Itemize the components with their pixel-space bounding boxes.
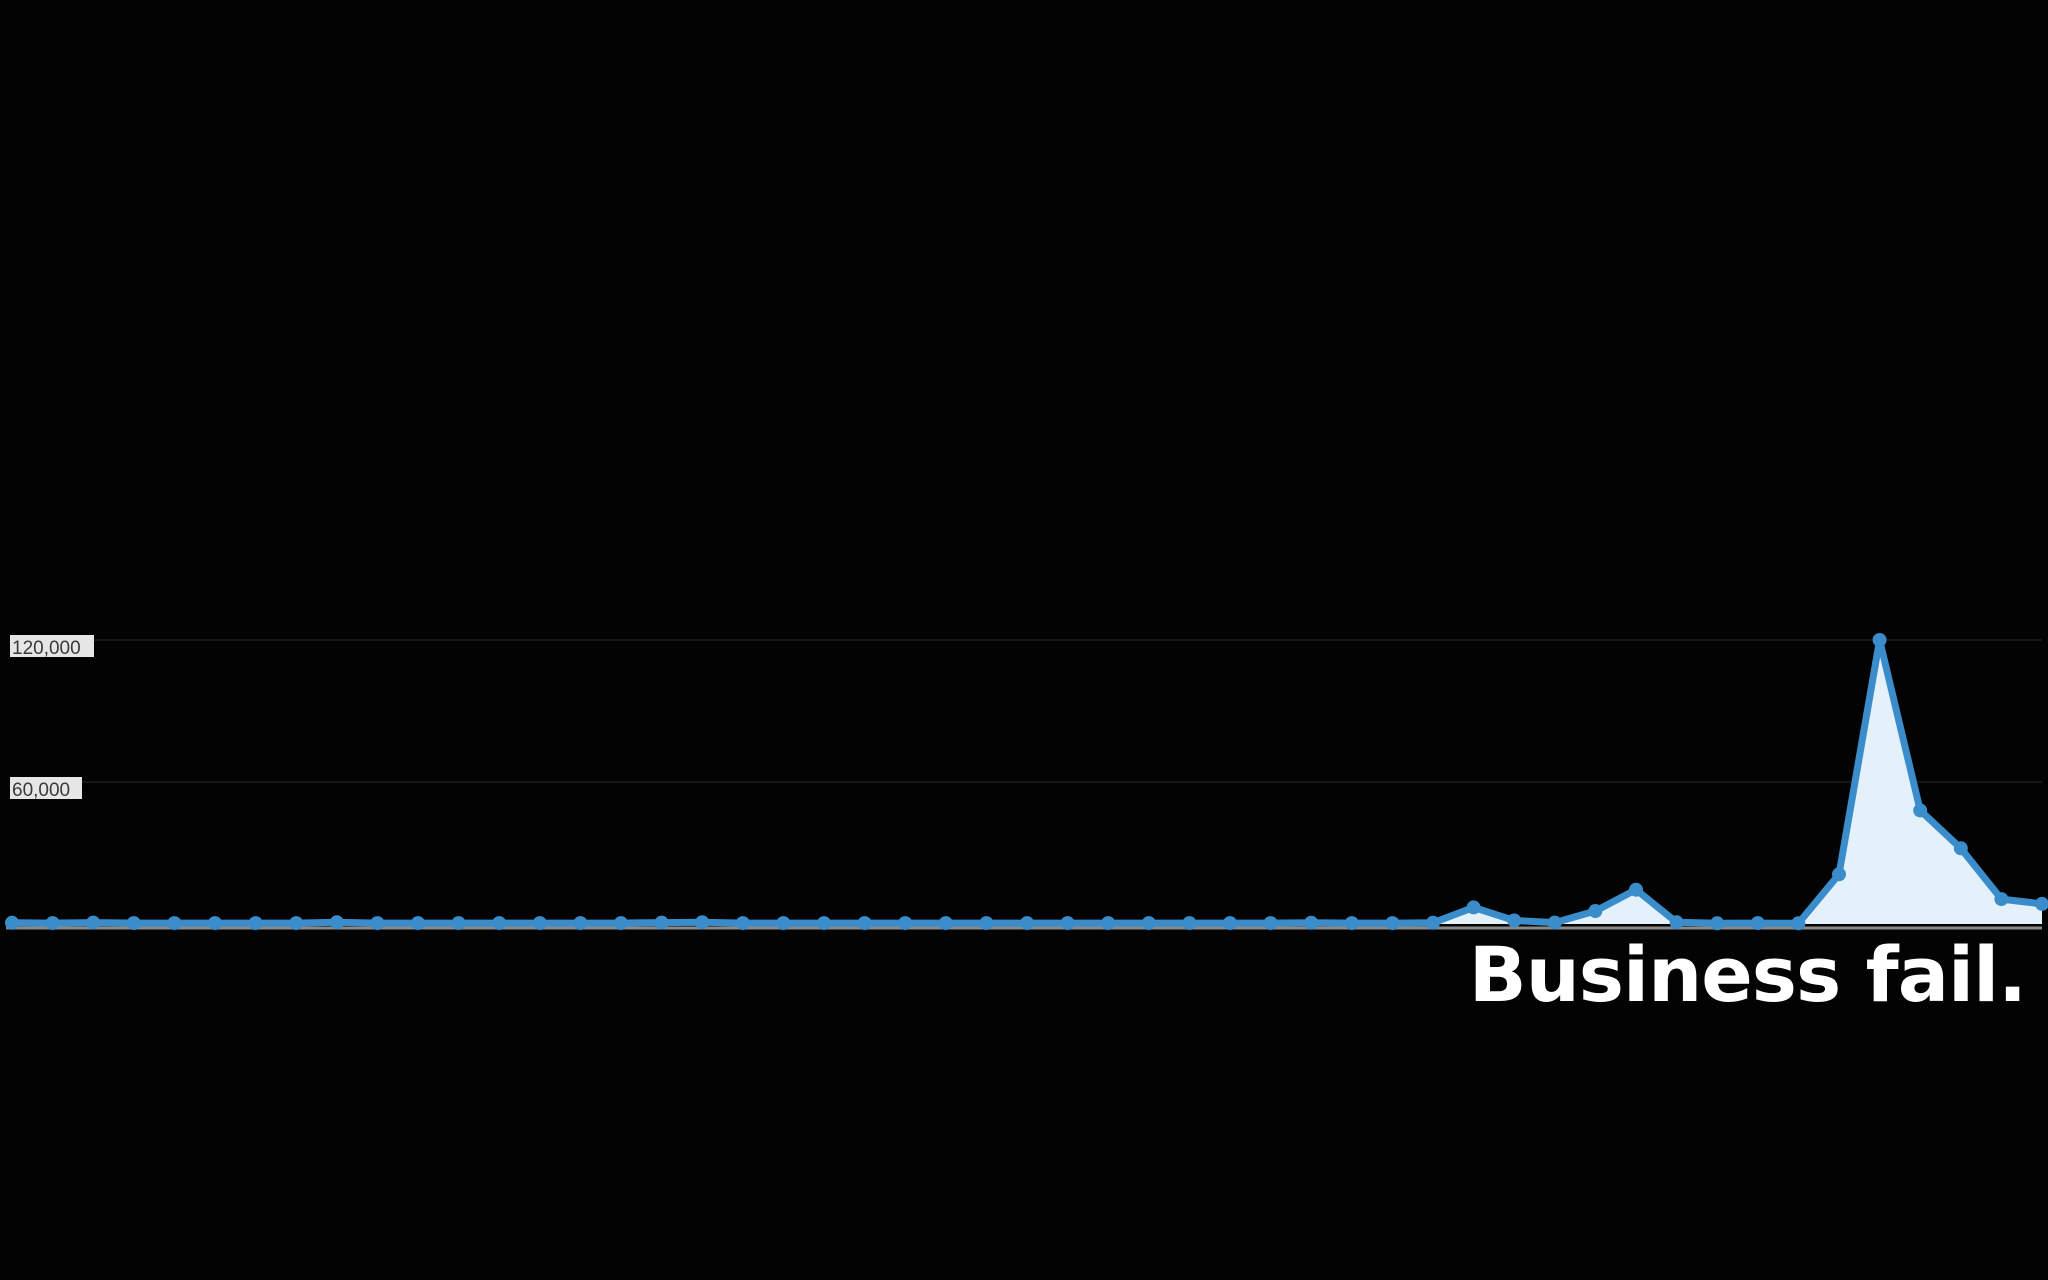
data-point-23 (938, 916, 953, 931)
data-points (5, 633, 2048, 931)
data-point-17 (695, 915, 710, 930)
data-point-25 (1020, 916, 1034, 931)
data-point-50 (2035, 896, 2048, 911)
data-point-28 (1141, 916, 1156, 931)
data-point-49 (1994, 892, 2009, 907)
data-point-20 (817, 916, 831, 931)
data-point-4 (167, 916, 182, 931)
data-point-29 (1182, 916, 1197, 931)
data-point-6 (248, 916, 263, 931)
data-point-24 (979, 916, 994, 931)
data-point-2 (86, 915, 101, 930)
data-point-26 (1060, 916, 1075, 931)
data-point-42 (1710, 916, 1725, 931)
data-point-9 (370, 916, 385, 931)
data-point-48 (1953, 841, 1968, 856)
data-point-0 (5, 915, 19, 930)
data-point-40 (1629, 882, 1643, 897)
data-point-43 (1750, 916, 1765, 931)
data-point-46 (1872, 633, 1887, 647)
data-point-36 (1466, 900, 1481, 915)
data-point-18 (735, 916, 750, 931)
data-point-38 (1547, 915, 1562, 930)
data-point-21 (857, 916, 872, 931)
data-point-8 (329, 915, 344, 930)
data-point-41 (1669, 915, 1684, 930)
data-point-5 (208, 916, 222, 931)
data-point-33 (1344, 916, 1359, 931)
data-point-13 (532, 916, 547, 931)
area-fill (12, 640, 2042, 924)
data-point-31 (1263, 916, 1278, 931)
data-point-16 (654, 915, 669, 930)
y-axis-ticks: 60,000 120,000 (10, 635, 94, 801)
data-point-15 (614, 916, 628, 931)
data-point-30 (1223, 916, 1237, 931)
data-point-47 (1913, 803, 1928, 818)
y-tick-label-bg-1 (10, 635, 94, 657)
y-tick-label-1: 120,000 (12, 638, 81, 659)
data-point-7 (289, 916, 304, 931)
y-tick-label-0: 60,000 (12, 780, 70, 801)
slide-caption: Business fail. (1468, 930, 2027, 1019)
data-point-44 (1791, 916, 1806, 931)
data-point-45 (1832, 867, 1846, 882)
data-point-10 (411, 916, 425, 931)
y-tick-label-bg-0 (10, 777, 82, 799)
grid-lines (12, 639, 2042, 783)
data-point-37 (1507, 913, 1522, 928)
area-fill-layer (12, 640, 2042, 924)
data-point-3 (126, 916, 141, 931)
data-point-19 (776, 916, 791, 931)
data-point-12 (492, 916, 507, 931)
data-point-27 (1101, 916, 1116, 931)
data-point-34 (1385, 916, 1400, 931)
data-point-32 (1304, 915, 1319, 930)
data-point-35 (1426, 915, 1440, 930)
data-point-14 (573, 916, 588, 931)
data-point-39 (1588, 904, 1603, 918)
data-point-22 (898, 916, 913, 931)
data-point-1 (45, 916, 60, 931)
data-point-11 (451, 916, 466, 931)
